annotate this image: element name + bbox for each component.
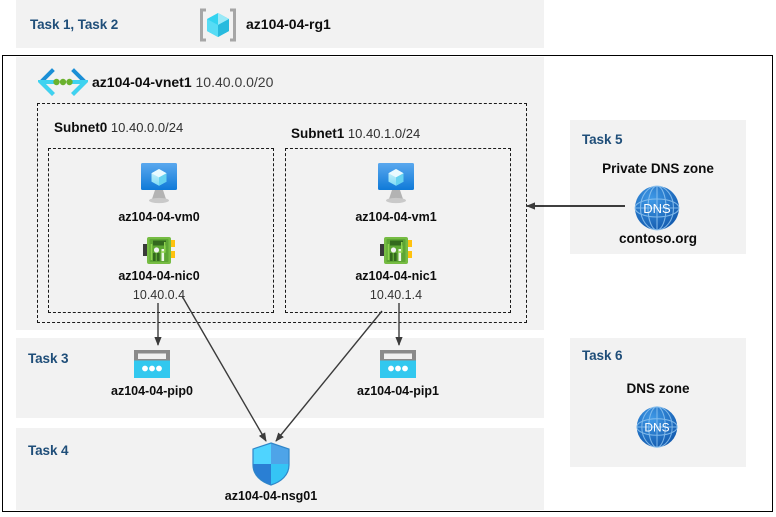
- nic0-ip: 10.40.0.4: [132, 288, 186, 302]
- subnet1-boundary: [285, 148, 511, 313]
- nic0-label: az104-04-nic0: [118, 269, 200, 283]
- task-label-task5: Task 5: [582, 132, 623, 147]
- pip1-label: az104-04-pip1: [357, 384, 439, 398]
- task-label-task6: Task 6: [582, 348, 623, 363]
- private-dns-zone-name: contoso.org: [619, 231, 697, 246]
- task-label-task3: Task 3: [28, 351, 69, 366]
- public-ip-address-icon: [133, 349, 171, 379]
- subnet0-boundary: [48, 148, 274, 313]
- subnet1-cidr: 10.40.1.0/24: [347, 126, 421, 141]
- virtual-network-icon: [36, 68, 90, 96]
- subnet1-name: Subnet1: [291, 126, 345, 141]
- nic1-ip: 10.40.1.4: [369, 288, 423, 302]
- subnet0-title: Subnet0 10.40.0.0/24: [54, 120, 183, 135]
- dns-zone-heading: DNS zone: [626, 381, 690, 396]
- nic1-label: az104-04-nic1: [355, 269, 437, 283]
- private-dns-zone-heading: Private DNS zone: [602, 161, 714, 176]
- resource-group-name: az104-04-rg1: [246, 16, 331, 32]
- resource-group-name-text: az104-04-rg1: [246, 16, 331, 32]
- network-interface-icon: [378, 234, 414, 268]
- vm1-label: az104-04-vm1: [355, 210, 437, 224]
- task-label-task4: Task 4: [28, 443, 69, 458]
- nsg-label: az104-04-nsg01: [224, 489, 318, 503]
- vnet-title: az104-04-vnet1 10.40.0.0/20: [92, 74, 273, 90]
- resource-group-panel: [16, 0, 544, 48]
- vnet-name: az104-04-vnet1: [92, 74, 192, 90]
- svg-text:DNS: DNS: [643, 201, 671, 216]
- network-interface-icon: [141, 234, 177, 268]
- subnet0-cidr: 10.40.0.0/24: [110, 120, 184, 135]
- task3-panel: [16, 338, 544, 418]
- pip0-label: az104-04-pip0: [111, 384, 193, 398]
- vnet-cidr: 10.40.0.0/20: [195, 74, 274, 90]
- virtual-machine-icon: [368, 158, 424, 208]
- subnet1-title: Subnet1 10.40.1.0/24: [291, 126, 420, 141]
- task-label-task1-task2: Task 1, Task 2: [30, 17, 119, 32]
- dns-zone-icon: DNS: [632, 183, 682, 233]
- vm0-label: az104-04-vm0: [118, 210, 200, 224]
- subnet0-name: Subnet0: [54, 120, 108, 135]
- dns-zone-icon: DNS: [634, 404, 680, 450]
- virtual-machine-icon: [131, 158, 187, 208]
- resource-group-icon: [198, 6, 238, 44]
- svg-text:DNS: DNS: [644, 421, 669, 435]
- virtual-network-panel: [16, 57, 544, 330]
- public-ip-address-icon: [379, 349, 417, 379]
- network-security-group-icon: [250, 441, 292, 487]
